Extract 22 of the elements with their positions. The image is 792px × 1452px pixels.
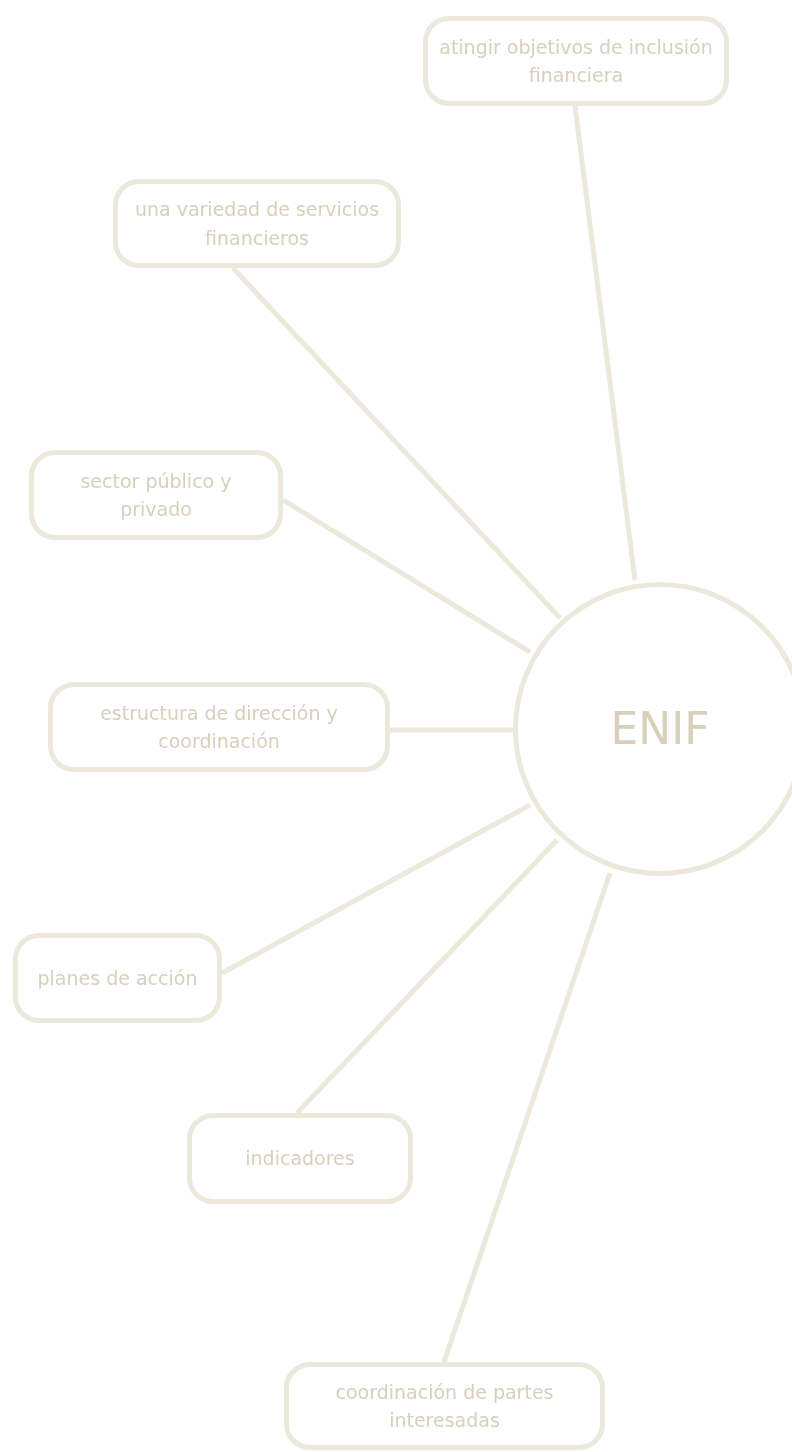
connector-line [281, 497, 532, 655]
topic-box [187, 1113, 413, 1204]
topic-box [13, 933, 222, 1023]
topic-box [423, 16, 729, 106]
connector-line [441, 872, 613, 1363]
node-label: estructura de dirección y coordinación [99, 700, 339, 754]
topic-box [284, 1362, 605, 1450]
node-label: atingir objetivos de inclusión financiera [438, 34, 714, 88]
connector-line [295, 838, 559, 1115]
connector-line [390, 727, 513, 733]
node-label: ENIF [610, 702, 710, 756]
node-label: una variedad de servicios financieros [133, 197, 381, 251]
topic-box [48, 682, 390, 772]
connector-line [572, 105, 638, 581]
node-label: sector público y privado [79, 468, 233, 522]
node-label: coordinación de partes interesadas [334, 1379, 555, 1433]
connector-line [220, 802, 532, 976]
topic-box [29, 450, 283, 540]
node-label: indicadores [245, 1146, 355, 1172]
topic-box [113, 179, 401, 268]
connector-line [231, 266, 562, 620]
node-label: planes de acción [37, 965, 198, 991]
